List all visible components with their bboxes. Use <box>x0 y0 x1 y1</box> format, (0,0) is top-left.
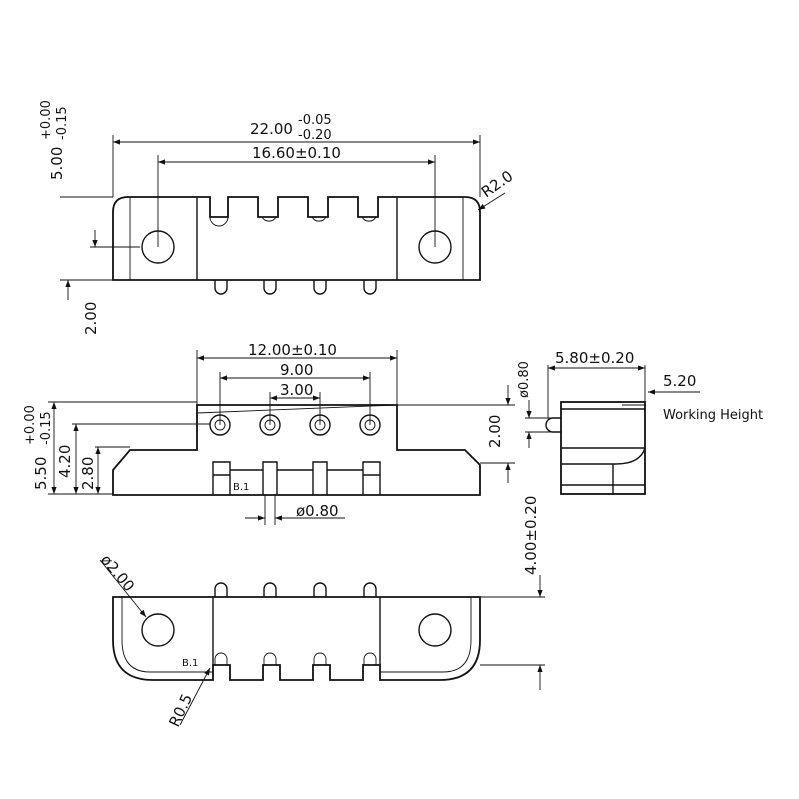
top-view: 22.00 -0.05 -0.20 16.60±0.10 R2.0 5.00 +… <box>39 100 516 335</box>
dim-front-height-tol-upper: +0.00 <box>23 405 38 445</box>
pin-label-front: B.1 <box>233 482 249 493</box>
dim-step-height: 2.00 <box>486 415 504 448</box>
dim-overall-length: 22.00 <box>250 120 293 138</box>
dim-bottom-height: 4.00±0.20 <box>522 496 540 575</box>
dim-contact-height: 4.20 <box>56 445 74 478</box>
dim-pin-span: 9.00 <box>280 361 313 379</box>
mounting-hole-bottom-left <box>141 613 175 647</box>
dim-working-height: 5.20 <box>663 372 696 390</box>
dim-overall-tol-lower: -0.20 <box>298 128 332 143</box>
mounting-hole-bottom-right <box>418 613 452 647</box>
working-height-label: Working Height <box>663 408 763 423</box>
dim-hole-offset: 2.00 <box>82 302 100 335</box>
dim-front-height-tol-lower: -0.15 <box>39 411 54 445</box>
dim-side-depth: 5.80±0.20 <box>555 349 634 367</box>
dim-top-height: 5.00 <box>48 147 66 180</box>
pin-label-bottom: B.1 <box>182 658 198 669</box>
front-view: B.1 12.00±0.10 9.00 3.00 5.50 +0.00 -0.1… <box>23 341 515 525</box>
dim-radius: R0.5 <box>165 691 196 730</box>
dim-upper-width: 12.00±0.10 <box>248 341 337 359</box>
dim-hole-diameter: ø2.00 <box>97 551 138 595</box>
dim-front-height: 5.50 <box>32 457 50 490</box>
dim-corner-radius: R2.0 <box>478 167 516 201</box>
dim-overall-tol-upper: -0.05 <box>298 113 332 128</box>
bottom-view: B.1 ø2.00 R0.5 4.00±0.20 <box>97 496 545 730</box>
dim-pin-pitch: 3.00 <box>280 381 313 399</box>
dim-top-height-tol-upper: +0.00 <box>39 100 54 140</box>
dim-pin-diameter-front: ø0.80 <box>296 502 339 520</box>
dim-pin-diameter-side: ø0.80 <box>517 361 532 398</box>
dim-top-height-tol-lower: -0.15 <box>55 106 70 140</box>
dim-base-height: 2.80 <box>79 457 97 490</box>
side-view: 5.80±0.20 5.20 Working Height ø0.80 <box>517 349 763 495</box>
dim-hole-pitch: 16.60±0.10 <box>252 144 341 162</box>
